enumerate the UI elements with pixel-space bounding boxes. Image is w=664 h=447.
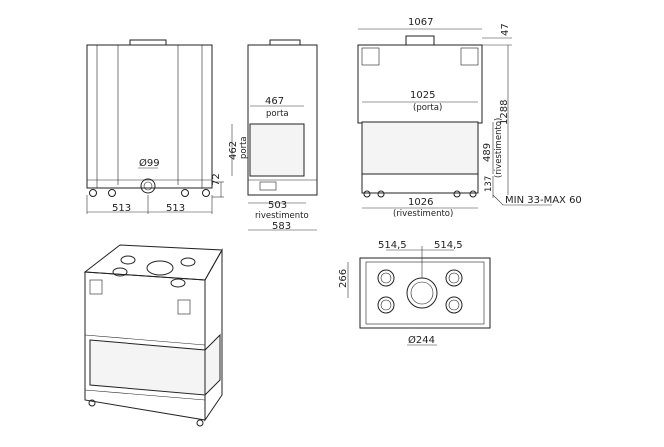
front-view: 1067 47 1288 1025 (porta) 489 (rivestime… (357, 17, 582, 219)
rear-flue-height: 72 (211, 173, 222, 186)
isometric-view (83, 244, 223, 427)
front-door-label: (porta) (413, 103, 442, 113)
side-door-width: 467 (265, 96, 284, 107)
front-total-height: 1288 (499, 100, 510, 125)
front-cladding-width-label: (rivestimento) (393, 209, 453, 219)
front-cladding-height-label: (rivestimento) (494, 118, 504, 178)
top-view: 514,5 514,5 266 Ø244 (338, 240, 491, 346)
side-view: 467 porta 462 porta 503 rivestimento 583 (228, 39, 318, 232)
side-door-height-label: porta (239, 136, 249, 159)
top-spacing-right: 514,5 (434, 240, 463, 251)
front-cladding-width: 1026 (408, 197, 433, 208)
rear-width-left: 513 (112, 203, 131, 214)
rear-flue-diameter: Ø99 (139, 157, 160, 169)
side-cladding-depth: 503 (268, 200, 287, 211)
front-cladding-height: 489 (482, 143, 493, 162)
front-total-width: 1067 (408, 17, 433, 28)
front-base-height: 137 (484, 176, 494, 192)
rear-width-right: 513 (166, 203, 185, 214)
side-cladding-label: rivestimento (255, 211, 309, 221)
top-flue-diameter: Ø244 (408, 334, 435, 346)
top-depth: 266 (338, 269, 349, 288)
front-door-width: 1025 (410, 90, 435, 101)
top-spacing-left: 514,5 (378, 240, 407, 251)
front-top-offset: 47 (500, 23, 511, 36)
side-door-height: 462 (228, 141, 239, 160)
rear-view: 513 513 Ø99 72 (86, 39, 224, 214)
side-door-width-label: porta (266, 109, 289, 119)
side-total-depth: 583 (272, 221, 291, 232)
front-feet-range: MIN 33-MAX 60 (505, 195, 582, 206)
